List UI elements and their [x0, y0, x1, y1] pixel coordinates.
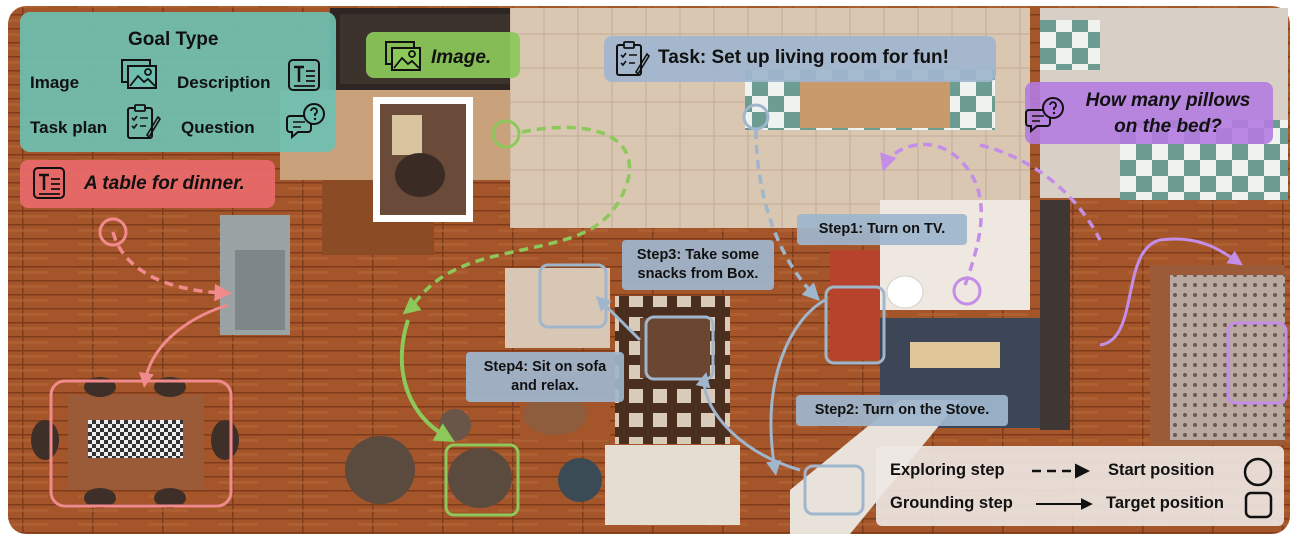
image-goal-icon	[385, 41, 421, 71]
tablecloth	[88, 420, 183, 458]
question-goal-panel	[1025, 82, 1273, 144]
task-grounding-path-c	[595, 295, 642, 342]
wall-segment	[790, 400, 960, 534]
step2-text: Step2: Turn on the Stove.	[814, 402, 990, 418]
question-exploring-path-b	[979, 143, 1102, 241]
description-target-box	[49, 379, 233, 508]
legend-solid-arrow	[1036, 498, 1093, 510]
task-goal-icon	[616, 41, 650, 76]
goal-type-question-label: Question	[181, 118, 255, 137]
recliner-1	[345, 436, 415, 504]
task-plan-icon	[127, 104, 161, 139]
step4-label: Step4: Sit on sofa and relax.	[466, 352, 624, 402]
step4-text-line2: and relax.	[511, 378, 579, 394]
step2-label: Step2: Turn on the Stove.	[796, 395, 1008, 426]
coffee-table	[640, 318, 710, 378]
step1-text: Step1: Turn on TV.	[818, 221, 946, 237]
question-exploring-path-a	[880, 142, 983, 286]
toilet	[886, 275, 924, 309]
question-icon	[286, 103, 325, 140]
goal-type-title: Goal Type	[128, 29, 219, 50]
task-goal-panel	[604, 36, 996, 82]
description-goal-text: A table for dinner.	[84, 173, 245, 194]
legend-panel	[876, 446, 1284, 526]
description-exploring-path	[111, 231, 232, 302]
image-target-box	[444, 443, 520, 517]
description-grounding-path	[138, 303, 229, 388]
sofa	[605, 445, 740, 525]
step4-text-line1: Step4: Sit on sofa	[483, 359, 607, 375]
task-grounding-path-b	[695, 372, 801, 472]
step3-label: Step3: Take some snacks from Box.	[622, 240, 774, 290]
description-icon	[288, 59, 320, 91]
image-goal-text: Image.	[431, 47, 492, 68]
question-goal-icon	[1025, 97, 1064, 134]
description-start-circle	[98, 217, 128, 247]
armchair-left	[505, 268, 610, 348]
legend-start-label: Start position	[1108, 461, 1215, 479]
image-start-circle	[491, 119, 521, 149]
task-exploring-path	[754, 129, 820, 302]
legend-dashed-arrow	[1032, 463, 1090, 479]
question-target-box	[1226, 321, 1288, 405]
step3-target-box	[644, 315, 715, 381]
task-grounding-path-a	[766, 298, 826, 476]
description-goal-icon	[33, 167, 65, 199]
question-goal-text-line2: on the bed?	[1114, 116, 1222, 137]
question-start-circle	[952, 276, 982, 306]
goal-type-taskplan-label: Task plan	[30, 118, 108, 137]
goal-type-image-label: Image	[30, 73, 80, 92]
question-goal-text-line1: How many pillows	[1085, 90, 1251, 111]
legend-target-square	[1244, 491, 1273, 519]
image-icon	[121, 59, 157, 89]
legend-exploring-label: Exploring step	[890, 461, 1005, 479]
image-exploring-path	[402, 125, 632, 315]
legend-target-label: Target position	[1106, 494, 1224, 512]
task-goal-text: Task: Set up living room for fun!	[658, 47, 949, 68]
goal-type-description-label: Description	[177, 73, 271, 92]
goal-type-panel	[20, 12, 336, 152]
legend-grounding-label: Grounding step	[890, 494, 1013, 512]
legend-start-circle	[1243, 457, 1273, 487]
recliner-2	[448, 448, 512, 508]
image-grounding-path	[399, 319, 455, 443]
step3-text-line2: snacks from Box.	[637, 266, 759, 282]
step2-target-box	[803, 464, 865, 516]
step4-target-box	[538, 263, 608, 329]
tv-cabinet	[830, 250, 880, 360]
task-start-circle	[742, 103, 770, 131]
question-grounding-path	[1099, 237, 1243, 347]
step1-label: Step1: Turn on TV.	[797, 214, 967, 245]
step3-text-line1: Step3: Take some	[636, 247, 760, 263]
step1-target-box	[824, 285, 886, 365]
